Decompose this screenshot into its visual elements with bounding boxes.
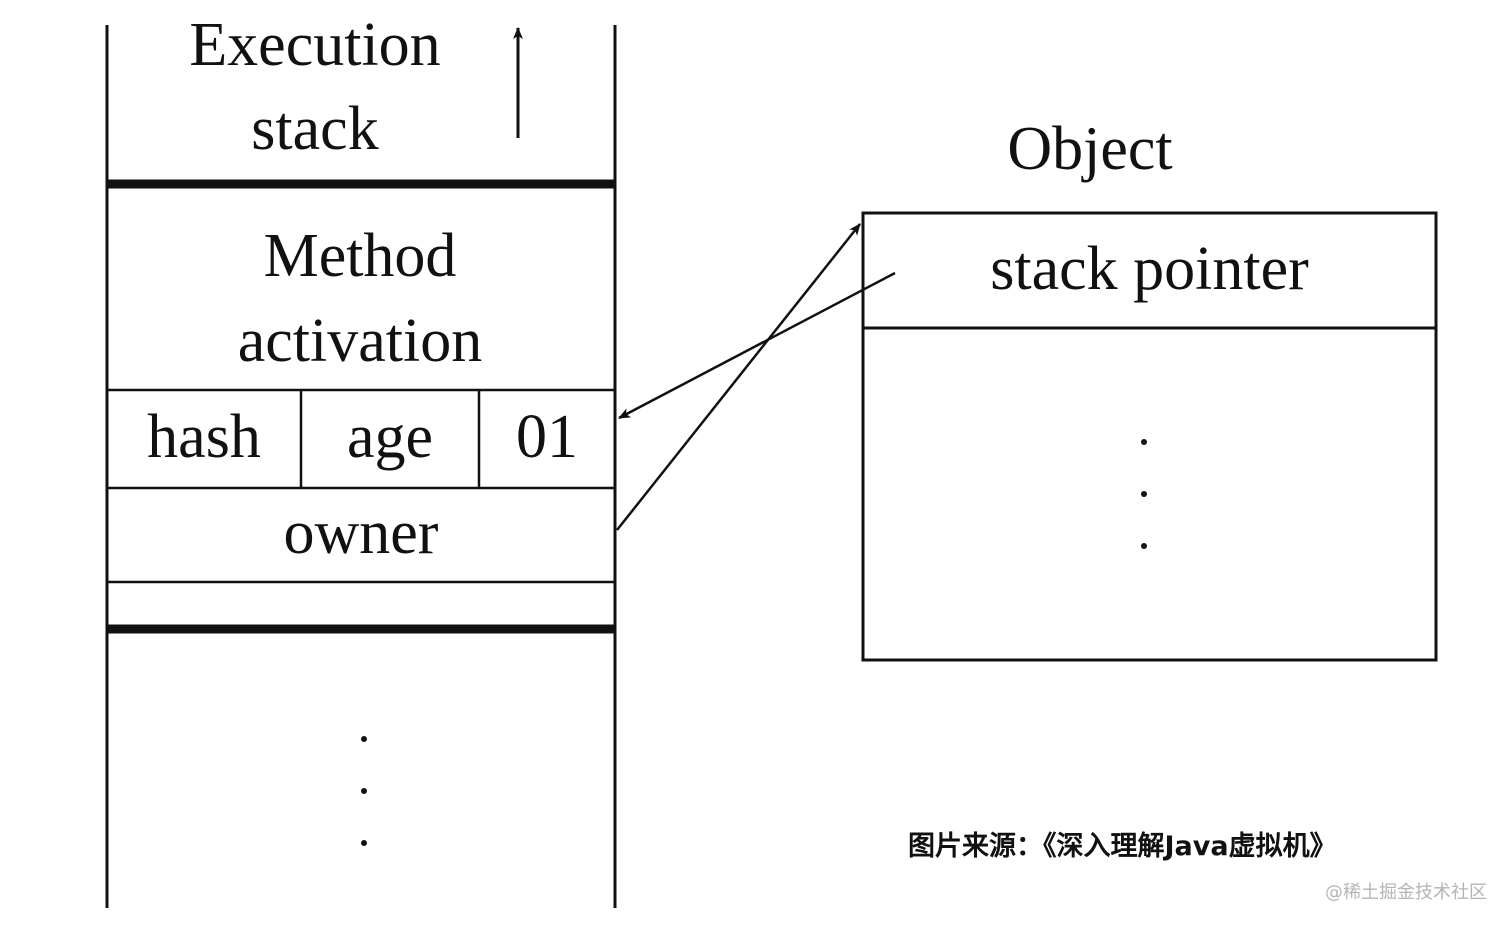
- watermark: @稀土掘金技术社区: [1325, 882, 1487, 903]
- object-ellipsis-dot-1: [1141, 439, 1147, 445]
- execution-stack-title-line2: stack: [251, 95, 379, 163]
- stack-pointer-arrow: [618, 271, 896, 420]
- stack-ellipsis-dot-3: [361, 840, 367, 846]
- object-stack-pointer-field: stack pointer: [990, 235, 1309, 303]
- lock-record-hash-cell: hash: [147, 403, 261, 471]
- image-source-caption: 图片来源：《深入理解Java虚拟机》: [908, 831, 1337, 862]
- stack-ellipsis-dot-1: [361, 736, 367, 742]
- lock-record-flag-cell: 01: [516, 403, 578, 471]
- object-title: Object: [1007, 115, 1173, 183]
- execution-stack-title-line1: Execution: [189, 11, 441, 79]
- lock-record-owner-cell: owner: [283, 499, 439, 567]
- object-ellipsis-dot-2: [1141, 491, 1147, 497]
- method-activation-line2: activation: [237, 307, 483, 375]
- object-ellipsis-dot-3: [1141, 543, 1147, 549]
- object-box: [861, 211, 1438, 662]
- stack-ellipsis-dot-2: [361, 788, 367, 794]
- method-activation-line1: Method: [263, 222, 457, 290]
- lock-record-age-cell: age: [346, 403, 434, 471]
- owner-pointer-arrow: [616, 223, 861, 531]
